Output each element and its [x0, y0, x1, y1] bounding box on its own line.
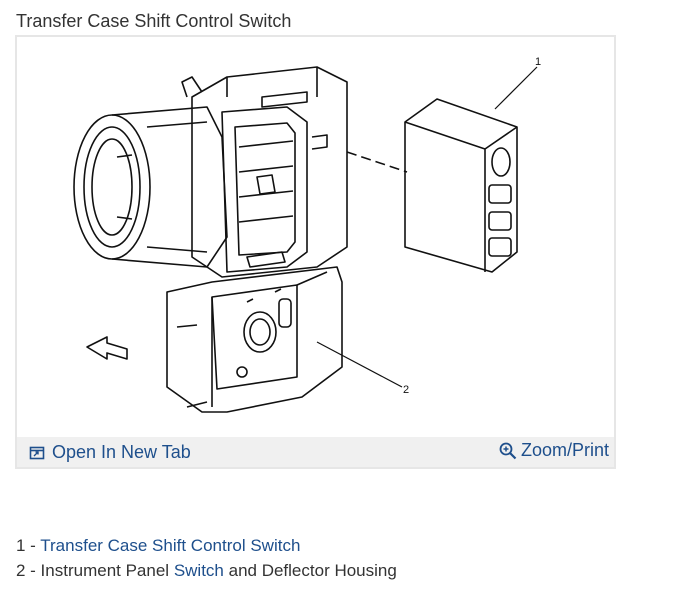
instrument-panel-switch — [166, 266, 343, 413]
legend-item-1: 1 - Transfer Case Shift Control Switch — [16, 533, 397, 558]
deflector-housing — [181, 66, 348, 278]
direction-arrow-icon — [86, 336, 128, 360]
exploded-view-diagram: 1 2 — [73, 56, 541, 413]
legend: 1 - Transfer Case Shift Control Switch 2… — [16, 533, 397, 583]
diagram-toolbar: Open In New Tab Zoom/Print — [17, 437, 614, 467]
switch-link[interactable]: Switch — [173, 561, 224, 580]
magnify-plus-icon — [499, 442, 517, 459]
transfer-case-switch-link[interactable]: Transfer Case Shift Control Switch — [40, 536, 301, 555]
legend-item-2-suffix: and Deflector Housing — [223, 561, 397, 580]
diagram-panel: 1 2 Open In New Tab Zoom/Print — [15, 35, 616, 469]
zoom-print-label: Zoom/Print — [520, 440, 609, 460]
zoom-print-button[interactable]: Zoom/Print — [499, 440, 609, 461]
open-in-new-tab-button[interactable]: Open In New Tab — [29, 442, 191, 463]
page-title: Transfer Case Shift Control Switch — [16, 11, 292, 31]
legend-item-2: 2 - Instrument Panel Switch and Deflecto… — [16, 558, 397, 583]
legend-item-1-prefix: 1 - — [16, 536, 41, 555]
callout-2: 2 — [403, 384, 409, 396]
legend-item-2-prefix: 2 - Instrument Panel — [16, 561, 174, 580]
open-in-new-tab-icon — [29, 446, 45, 459]
transfer-case-switch-part — [404, 98, 518, 273]
open-in-new-tab-label: Open In New Tab — [52, 442, 191, 462]
callout-1: 1 — [535, 56, 541, 68]
vent-duct — [73, 106, 228, 268]
